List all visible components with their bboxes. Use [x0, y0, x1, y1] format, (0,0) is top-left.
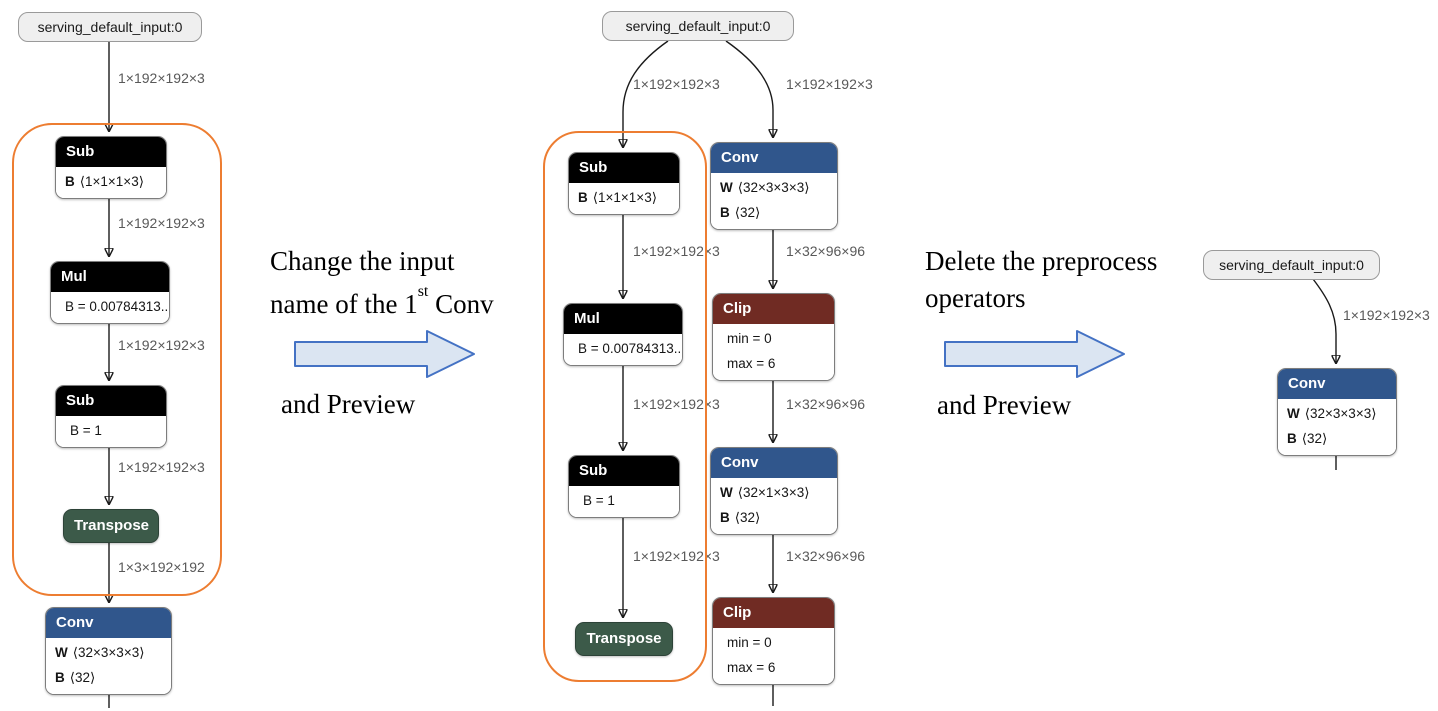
right-arrow-icon	[944, 330, 1125, 378]
edge-shape-label: 1×192×192×3	[118, 215, 205, 231]
annotation-text: Delete the preprocess	[925, 246, 1158, 276]
node-attr: min = 0	[727, 331, 772, 346]
node-attr: W⟨32×1×3×3⟩	[720, 485, 810, 500]
node-title: Conv	[711, 448, 837, 478]
node-attr: B⟨32⟩	[55, 670, 96, 685]
node-transpose[interactable]: Transpose	[63, 509, 159, 543]
node-title: Mul	[51, 262, 169, 292]
edge-shape-label: 1×192×192×3	[633, 243, 720, 259]
node-mul[interactable]: Mul B = 0.00784313...	[50, 261, 170, 324]
node-attr: B = 1	[583, 493, 615, 508]
node-clip[interactable]: Clip min = 0 max = 6	[712, 293, 835, 381]
node-conv[interactable]: Conv W⟨32×1×3×3⟩ B⟨32⟩	[710, 447, 838, 535]
node-attr: B = 0.00784313...	[578, 341, 683, 356]
node-title: Sub	[569, 456, 679, 486]
node-sub[interactable]: Sub B = 1	[55, 385, 167, 448]
node-title: Conv	[46, 608, 171, 638]
node-title: Conv	[1278, 369, 1396, 399]
node-title: Sub	[56, 137, 166, 167]
edge-shape-label: 1×192×192×3	[118, 70, 205, 86]
edge-shape-label: 1×192×192×3	[633, 76, 720, 92]
graph2-input[interactable]: serving_default_input:0	[602, 11, 794, 41]
node-attr: W⟨32×3×3×3⟩	[55, 645, 145, 660]
node-attr: max = 6	[727, 356, 776, 371]
node-sub[interactable]: Sub B⟨1×1×1×3⟩	[55, 136, 167, 199]
node-sub[interactable]: Sub B⟨1×1×1×3⟩	[568, 152, 680, 215]
edge-shape-label: 1×192×192×3	[118, 459, 205, 475]
annotation-text: and Preview	[937, 390, 1072, 420]
edge-line	[725, 40, 773, 137]
edge-shape-label: 1×192×192×3	[786, 76, 873, 92]
node-title: Mul	[564, 304, 682, 334]
node-attr: W⟨32×3×3×3⟩	[720, 180, 810, 195]
node-attr: B⟨32⟩	[720, 205, 761, 220]
graph1-input[interactable]: serving_default_input:0	[18, 12, 202, 42]
node-conv[interactable]: Conv W⟨32×3×3×3⟩ B⟨32⟩	[45, 607, 172, 695]
node-attr: min = 0	[727, 635, 772, 650]
node-title: Transpose	[64, 510, 158, 542]
node-transpose[interactable]: Transpose	[575, 622, 673, 656]
node-attr: B⟨1×1×1×3⟩	[578, 190, 657, 205]
node-title: Clip	[713, 294, 834, 324]
node-title: Conv	[711, 143, 837, 173]
node-attr: B⟨32⟩	[1287, 431, 1328, 446]
annotation-text: and Preview	[281, 389, 416, 419]
edge-shape-label: 1×192×192×3	[633, 396, 720, 412]
edge-shape-label: 1×32×96×96	[786, 548, 866, 564]
node-clip[interactable]: Clip min = 0 max = 6	[712, 597, 835, 685]
node-title: Sub	[56, 386, 166, 416]
node-attr: B⟨1×1×1×3⟩	[65, 174, 144, 189]
node-title: Clip	[713, 598, 834, 628]
node-title: Sub	[569, 153, 679, 183]
node-attr: B = 0.00784313...	[65, 299, 170, 314]
node-attr: B = 1	[70, 423, 102, 438]
edge-line	[1312, 278, 1336, 363]
node-sub[interactable]: Sub B = 1	[568, 455, 680, 518]
node-title: Transpose	[576, 623, 672, 655]
right-arrow-icon	[294, 330, 475, 378]
node-mul[interactable]: Mul B = 0.00784313...	[563, 303, 683, 366]
annotation-text: name of the 1st Conv	[270, 282, 494, 319]
edge-shape-label: 1×192×192×3	[1343, 307, 1430, 323]
annotation-text: Change the input	[270, 246, 455, 276]
node-attr: W⟨32×3×3×3⟩	[1287, 406, 1377, 421]
node-attr: max = 6	[727, 660, 776, 675]
edge-shape-label: 1×32×96×96	[786, 396, 866, 412]
edge-shape-label: 1×3×192×192	[118, 559, 205, 575]
edge-shape-label: 1×192×192×3	[118, 337, 205, 353]
edge-line	[623, 40, 669, 147]
edge-shape-label: 1×192×192×3	[633, 548, 720, 564]
annotation-text: operators	[925, 283, 1026, 313]
graph3-input[interactable]: serving_default_input:0	[1203, 250, 1380, 280]
node-conv[interactable]: Conv W⟨32×3×3×3⟩ B⟨32⟩	[710, 142, 838, 230]
node-attr: B⟨32⟩	[720, 510, 761, 525]
node-conv[interactable]: Conv W⟨32×3×3×3⟩ B⟨32⟩	[1277, 368, 1397, 456]
edge-shape-label: 1×32×96×96	[786, 243, 866, 259]
